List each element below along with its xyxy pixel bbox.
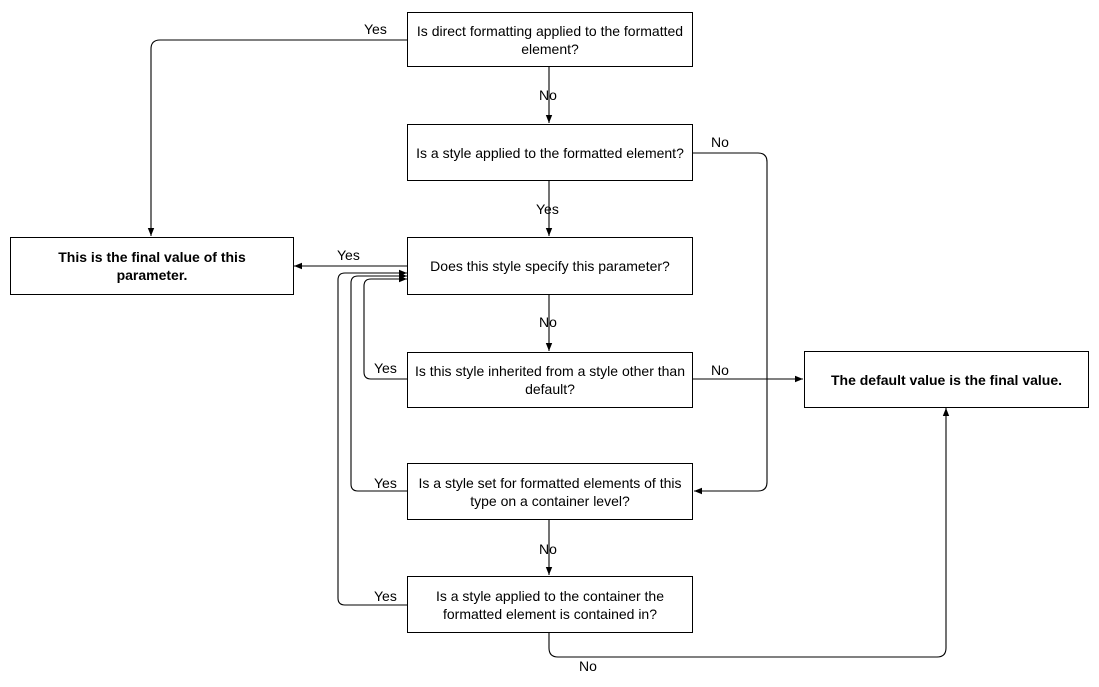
node-style-inherited: Is this style inherited from a style oth…: [407, 352, 693, 408]
label-container-type-yes: Yes: [374, 475, 397, 491]
label-container-style-yes: Yes: [374, 588, 397, 604]
label-specify-no: No: [539, 314, 557, 330]
node-style-specifies-parameter: Does this style specify this parameter?: [407, 237, 693, 295]
edge-container-style-no: [548, 408, 950, 658]
label-direct-no: No: [539, 87, 557, 103]
node-default-value: The default value is the final value.: [804, 351, 1089, 408]
node-style-applied: Is a style applied to the formatted elem…: [407, 124, 693, 181]
label-style-applied-no: No: [711, 134, 729, 150]
node-direct-formatting: Is direct formatting applied to the form…: [407, 12, 693, 67]
label-container-style-no: No: [579, 658, 597, 674]
node-container-type-style: Is a style set for formatted elements of…: [407, 463, 693, 520]
label-direct-yes: Yes: [364, 21, 387, 37]
label-inherited-no: No: [711, 362, 729, 378]
edge-container-style-yes: [337, 269, 407, 606]
edge-container-type-yes: [350, 272, 407, 492]
label-container-type-no: No: [539, 541, 557, 557]
edge-direct-yes: [147, 39, 407, 236]
node-container-style: Is a style applied to the container the …: [407, 576, 693, 633]
label-specify-yes: Yes: [337, 247, 360, 263]
edge-inherited-yes: [363, 275, 407, 380]
node-final-value: This is the final value of this paramete…: [10, 237, 294, 295]
label-style-applied-yes: Yes: [536, 201, 559, 217]
label-inherited-yes: Yes: [374, 360, 397, 376]
edge-style-applied-no: [692, 152, 768, 495]
